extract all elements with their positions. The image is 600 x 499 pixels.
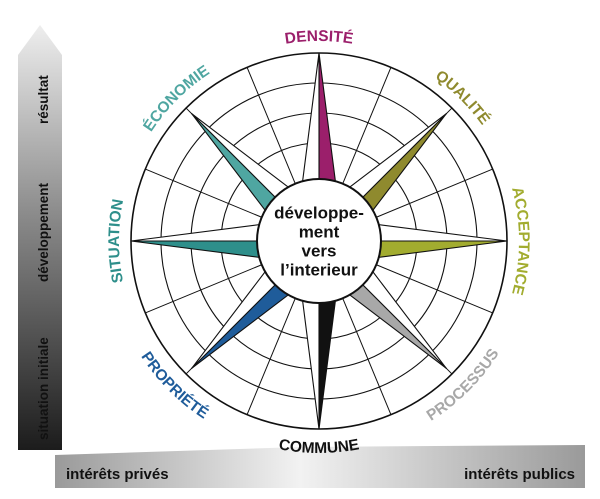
center-text-line: développe- xyxy=(274,204,364,223)
horizontal-axis-label-right: intérêts publics xyxy=(464,466,575,483)
compass-radial-line xyxy=(376,264,493,314)
horizontal-axis-band-right xyxy=(300,445,585,488)
horizontal-axis-band-left xyxy=(55,447,300,488)
center-disc xyxy=(256,178,382,304)
compass-radial-line xyxy=(145,168,262,218)
center-text-line: ment xyxy=(299,223,340,242)
vertical-axis-arrow xyxy=(18,25,62,450)
label-acceptance: ACCEPTANCE xyxy=(508,185,532,297)
vertical-axis-label-start: situation initiale xyxy=(36,337,51,440)
horizontal-axis-label-left: intérêts privés xyxy=(66,466,169,483)
compass-radial-line xyxy=(376,168,493,218)
compass-radial-line xyxy=(342,67,392,184)
compass-radial-line xyxy=(145,264,262,314)
label-densite: DENSITÉ xyxy=(284,28,355,48)
center-text-line: vers xyxy=(302,242,337,261)
label-commune: COMMUNE xyxy=(278,436,361,457)
compass-radial-line xyxy=(246,67,296,184)
label-situation: SITUATION xyxy=(106,198,127,285)
vertical-axis-label-end: résultat xyxy=(36,75,51,124)
compass-radial-line xyxy=(246,298,296,415)
center-text-line: l’interieur xyxy=(280,261,358,280)
vertical-axis-label-middle: développement xyxy=(36,182,51,282)
compass-radial-line xyxy=(342,298,392,415)
